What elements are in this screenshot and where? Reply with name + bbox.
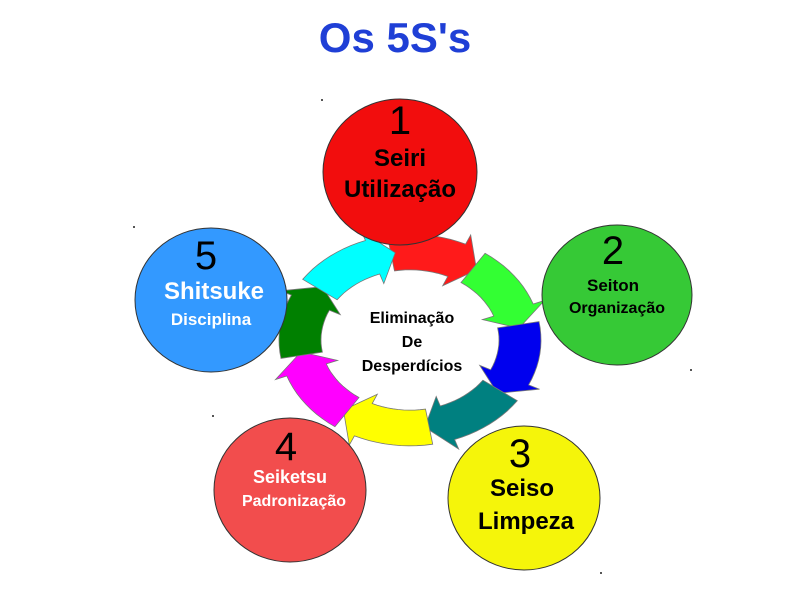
circle-4-name: Seiketsu <box>253 467 327 487</box>
center-line-2: De <box>402 334 423 351</box>
circle-4-shape <box>213 417 367 563</box>
circle-2-number: 2 <box>602 229 624 273</box>
circle-1-meaning: Utilização <box>344 176 456 203</box>
cycle-arrows <box>274 229 546 451</box>
circle-2-meaning: Organização <box>569 300 665 317</box>
corner-dots <box>133 99 692 574</box>
cycle-arrow-2 <box>460 252 546 329</box>
circle-1-shape <box>322 98 478 246</box>
circle-5-meaning: Disciplina <box>171 310 252 329</box>
circle-5-number: 5 <box>195 234 217 278</box>
center-line-3: Desperdícios <box>362 358 463 375</box>
circle-1-number: 1 <box>389 99 411 143</box>
circle-4-meaning: Padronização <box>242 493 346 510</box>
circle-4-number: 4 <box>275 425 297 469</box>
cycle-arrow-6 <box>274 351 360 428</box>
circle-2-shape <box>541 224 693 366</box>
center-label: Eliminação De Desperdícios <box>362 310 463 375</box>
circle-1-name: Seiri <box>374 145 426 172</box>
center-line-1: Eliminação <box>370 310 455 327</box>
circle-4-seiketsu: 4 Seiketsu Padronização <box>213 417 367 563</box>
cycle-arrow-5 <box>342 393 434 447</box>
circle-5-shape <box>134 227 288 373</box>
circle-3-seiso: 3 Seiso Limpeza <box>447 425 601 571</box>
cycle-arrow-8 <box>302 229 396 301</box>
circle-2-name: Seiton <box>587 276 639 295</box>
circle-3-shape <box>447 425 601 571</box>
circle-5-shitsuke: 5 Shitsuke Disciplina <box>134 227 288 373</box>
circle-2-seiton: 2 Seiton Organização <box>541 224 693 366</box>
circle-1-seiri: 1 Seiri Utilização <box>322 98 478 246</box>
circle-3-meaning: Limpeza <box>478 508 575 535</box>
cycle-arrow-7 <box>278 286 342 359</box>
cycle-arrow-3 <box>478 321 542 394</box>
circle-3-number: 3 <box>509 432 531 476</box>
circle-3-name: Seiso <box>490 475 554 502</box>
circle-5-name: Shitsuke <box>164 278 264 305</box>
cycle-arrow-4 <box>424 379 518 451</box>
page-title: Os 5S's <box>318 14 472 61</box>
